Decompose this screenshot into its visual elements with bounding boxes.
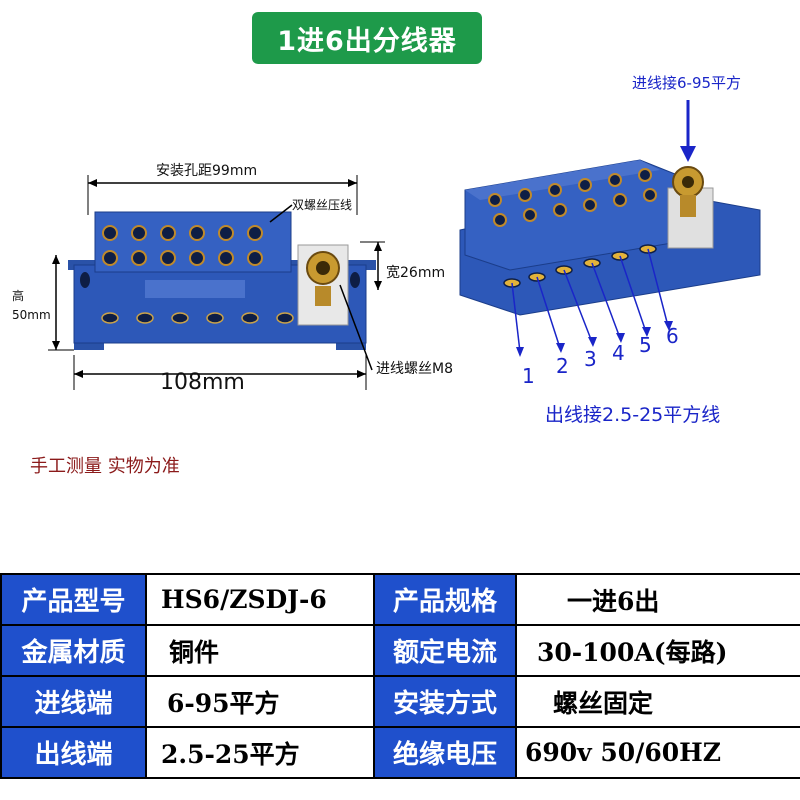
port-number-4: 4: [612, 341, 625, 365]
spec-label: 安装方式: [373, 675, 517, 728]
hole-spacing-label: 安装孔距99mm: [156, 163, 258, 179]
table-row: 金属材质 铜件 额定电流 30-100A(每路): [0, 624, 800, 677]
spec-label: 产品规格: [373, 573, 517, 626]
spec-label: 产品型号: [0, 573, 147, 626]
port-number-1: 1: [522, 364, 535, 388]
spec-value: 螺丝固定: [515, 675, 800, 728]
spec-value: 铜件: [145, 624, 375, 677]
spec-table: 产品型号 HS6/ZSDJ-6 产品规格 一进6出 金属材质 铜件 额定电流 3…: [0, 573, 800, 779]
spec-value: HS6/ZSDJ-6: [145, 573, 375, 626]
spec-label: 绝缘电压: [373, 726, 517, 779]
height-label-line2: 50mm: [12, 308, 51, 322]
port-number-5: 5: [639, 333, 652, 357]
outlet-spec-label: 出线接2.5-25平方线: [545, 404, 721, 426]
spec-label: 额定电流: [373, 624, 517, 677]
table-row: 进线端 6-95平方 安装方式 螺丝固定: [0, 675, 800, 728]
length-label: 108mm: [160, 370, 245, 395]
spec-value: 30-100A(每路): [515, 624, 800, 677]
spec-value: 6-95平方: [145, 675, 375, 728]
inlet-spec-label: 进线接6-95平方: [632, 74, 742, 92]
table-row: 出线端 2.5-25平方 绝缘电压 690v 50/60HZ: [0, 726, 800, 779]
spec-value: 690v 50/60HZ: [515, 726, 800, 779]
inlet-screw-label: 进线螺丝M8: [376, 361, 453, 377]
spec-label: 金属材质: [0, 624, 147, 677]
spec-value: 一进6出: [515, 573, 800, 626]
title-badge: 1进6出分线器: [252, 12, 482, 64]
page-title: 1进6出分线器: [277, 25, 457, 57]
port-number-2: 2: [556, 354, 569, 378]
spec-label: 出线端: [0, 726, 147, 779]
port-number-6: 6: [666, 324, 679, 348]
spec-label: 进线端: [0, 675, 147, 728]
width-label: 宽26mm: [386, 265, 446, 281]
spec-value: 2.5-25平方: [145, 726, 375, 779]
left-product-illustration: [48, 175, 385, 390]
double-screw-label: 双螺丝压线: [292, 198, 353, 212]
port-number-3: 3: [584, 347, 597, 371]
right-product-illustration: [459, 100, 761, 357]
table-row: 产品型号 HS6/ZSDJ-6 产品规格 一进6出: [0, 573, 800, 626]
height-label-line1: 高: [12, 289, 25, 303]
measurement-note: 手工测量 实物为准: [30, 456, 180, 477]
